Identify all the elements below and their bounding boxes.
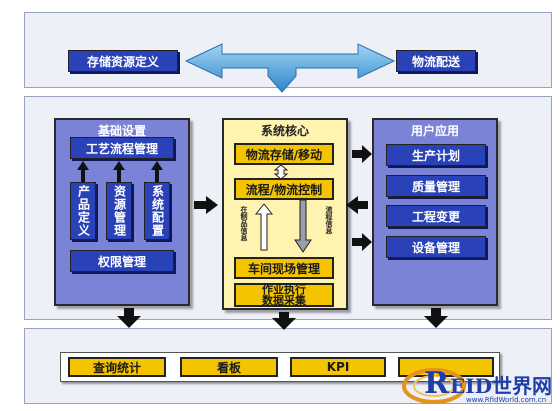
watermark-letter: R bbox=[424, 366, 449, 401]
execution-line: 作业执行 bbox=[262, 283, 306, 296]
wip-info-label: 在制品信息 bbox=[240, 206, 248, 241]
data-collection-line: 数据采集 bbox=[262, 294, 306, 307]
watermark-text: EID世界网 bbox=[450, 374, 552, 398]
process-management-box: 工艺流程管理 bbox=[70, 137, 174, 159]
query-statistics-box: 查询统计 bbox=[68, 357, 166, 377]
engineering-change-box: 工程变更 bbox=[386, 205, 486, 227]
basic-settings-title: 基础设置 bbox=[97, 124, 146, 138]
system-core-title: 系统核心 bbox=[260, 124, 309, 138]
watermark-logo: R EID世界网 www.RfidWorld.com.cn bbox=[400, 364, 558, 410]
execution-data-collection-box: 作业执行 数据采集 bbox=[234, 283, 334, 307]
user-applications-title: 用户应用 bbox=[410, 124, 459, 138]
resource-management-box: 资源管理 bbox=[106, 182, 132, 240]
globe-icon bbox=[402, 368, 466, 404]
watermark-url: www.RfidWorld.com.cn bbox=[466, 396, 547, 404]
shop-floor-management-box: 车间现场管理 bbox=[234, 257, 334, 279]
process-control-box: 流程/物流控制 bbox=[234, 178, 334, 200]
logistics-distribution-box: 物流配送 bbox=[396, 50, 476, 72]
kanban-box: 看板 bbox=[180, 357, 278, 377]
production-planning-box: 生产计划 bbox=[386, 144, 486, 166]
permission-management-box: 权限管理 bbox=[70, 250, 174, 272]
kpi-box: KPI bbox=[290, 357, 386, 377]
system-config-box: 系统配置 bbox=[144, 182, 170, 240]
logistics-storage-box: 物流存储/移动 bbox=[234, 143, 334, 165]
process-info-label: 流程信息 bbox=[325, 206, 333, 234]
product-definition-box: 产品定义 bbox=[70, 182, 96, 240]
storage-resource-definition-box: 存储资源定义 bbox=[68, 50, 178, 72]
quality-management-box: 质量管理 bbox=[386, 175, 486, 197]
equipment-management-box: 设备管理 bbox=[386, 236, 486, 258]
